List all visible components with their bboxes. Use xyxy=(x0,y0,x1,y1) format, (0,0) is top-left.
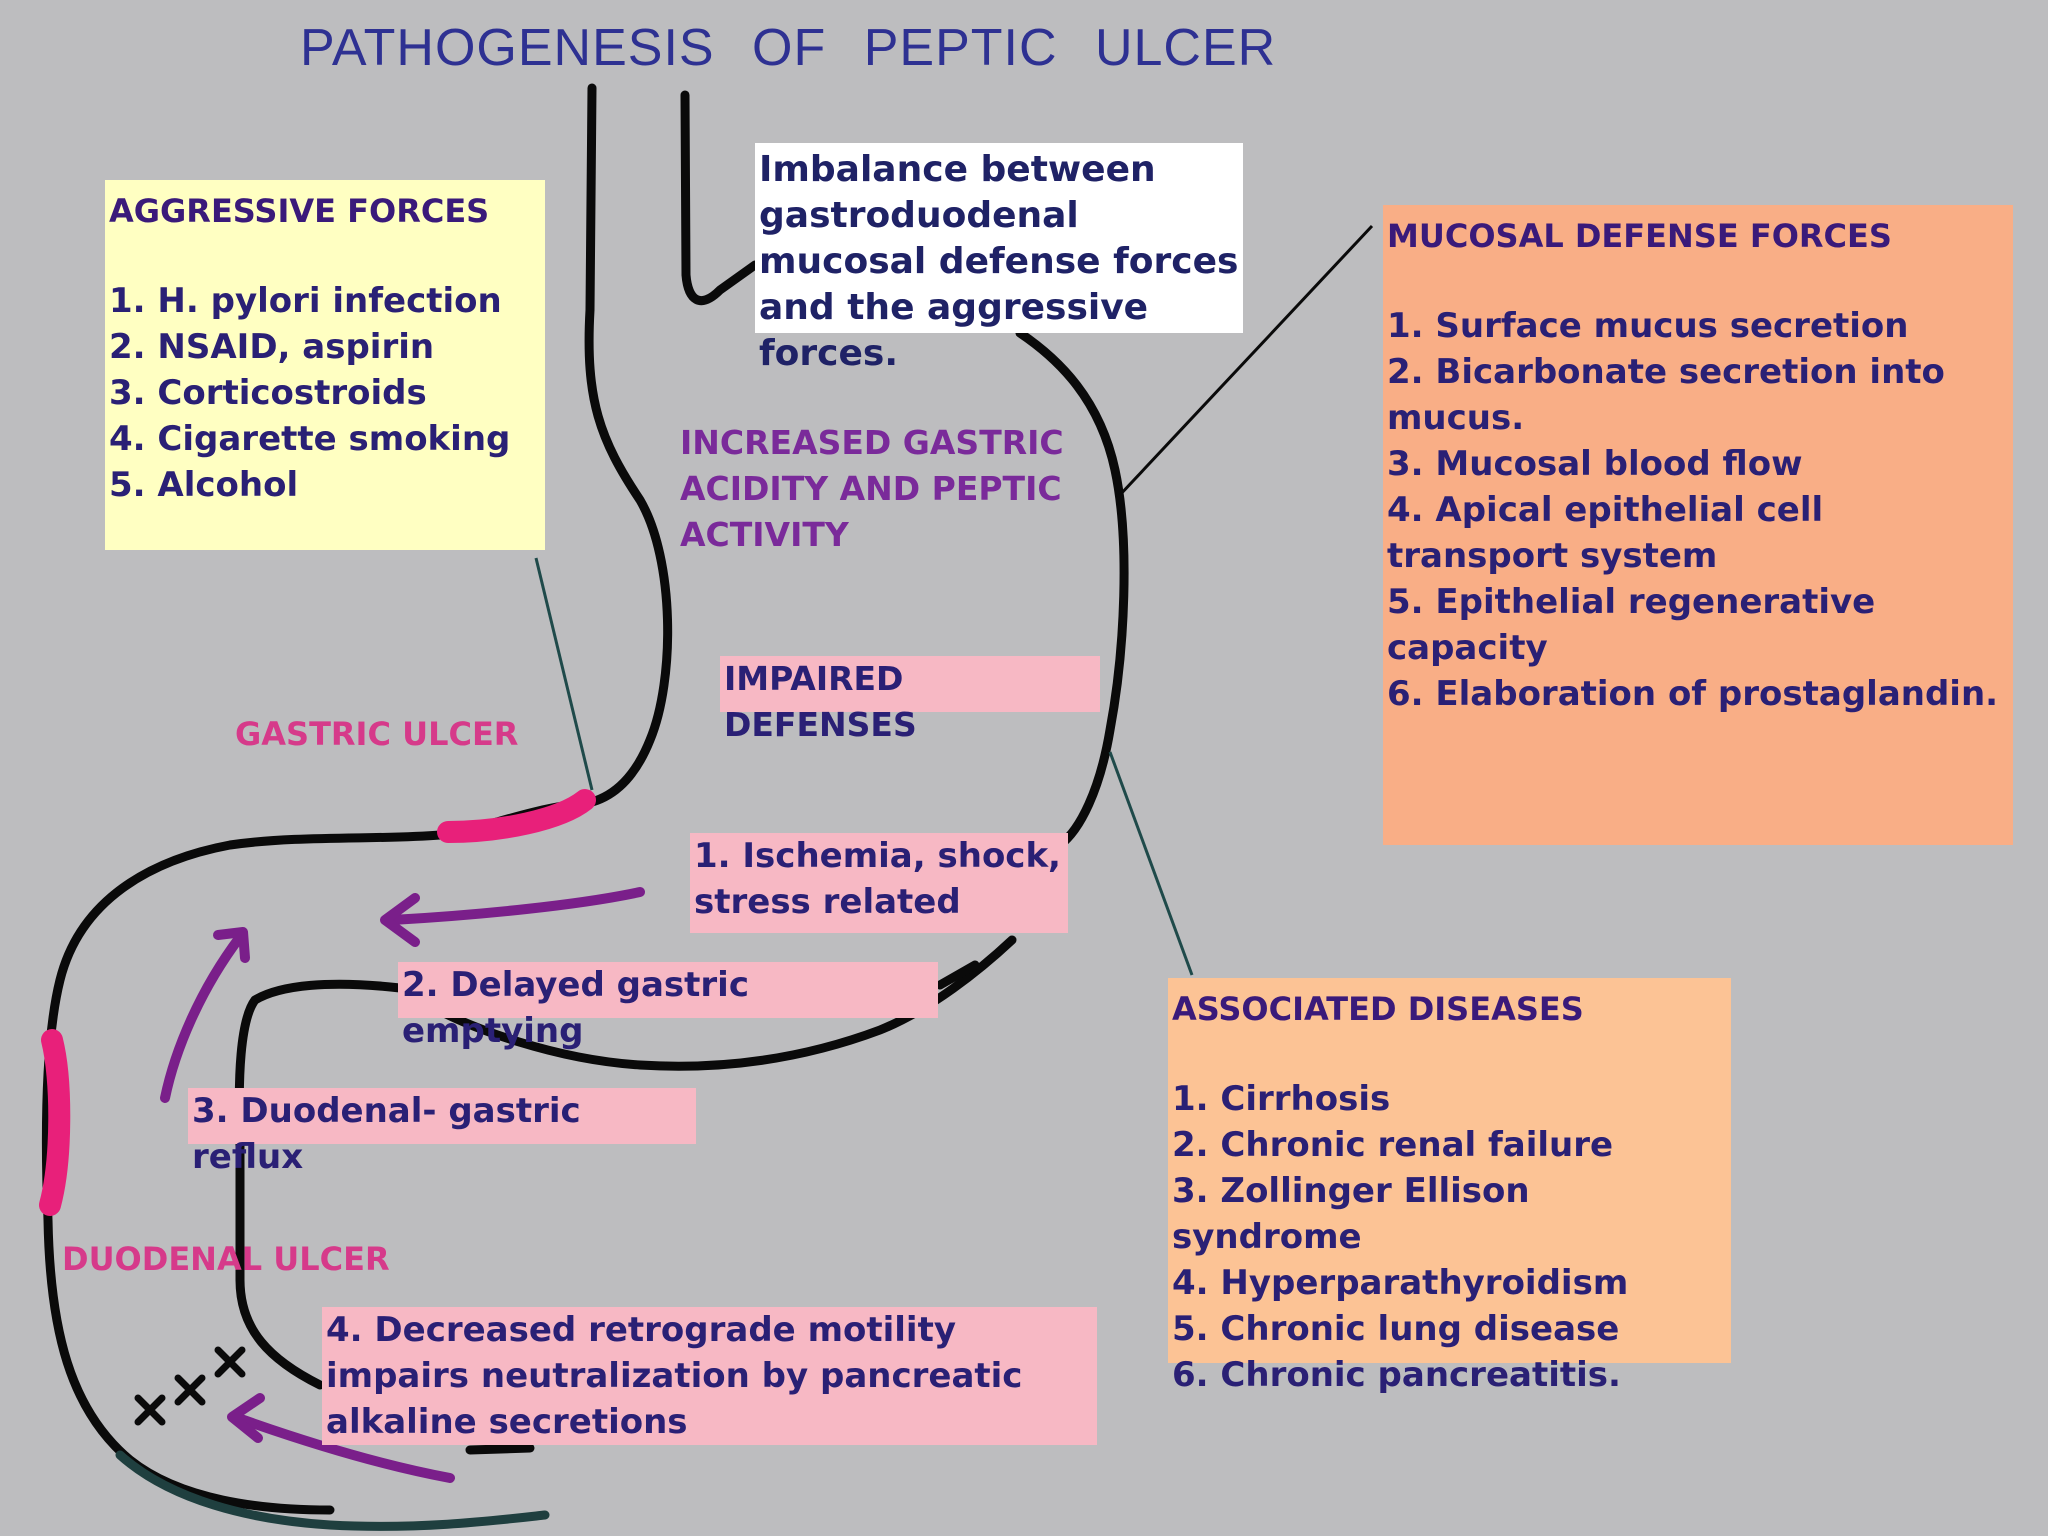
stomach-greater-curvature-lower xyxy=(415,935,1017,1071)
aggressive-item: 3. Corticostroids xyxy=(109,373,427,413)
cross-mark-2 xyxy=(174,1374,206,1406)
mucosal-item: 2. Bicarbonate secretion into mucus. xyxy=(1387,352,1945,438)
imbalance-box: Imbalance between gastroduodenal mucosal… xyxy=(755,143,1243,374)
reflux-box: 3. Duodenal- gastric reflux xyxy=(188,1088,696,1177)
aggressive-item: 5. Alcohol xyxy=(109,465,299,505)
gastric-ulcer-mark xyxy=(437,789,596,843)
aggressive-item: 1. H. pylori infection xyxy=(109,281,502,321)
arrow-ischemia-head xyxy=(380,893,420,947)
delayed-emptying-box: 2. Delayed gastric emptying xyxy=(398,962,938,1051)
arrow-retrograde-head xyxy=(227,1393,265,1443)
duodenum-inner-wall xyxy=(234,979,405,1390)
mucosal-item: 5. Epithelial regenerative capacity xyxy=(1387,582,1876,668)
mucosal-defense-box: MUCOSAL DEFENSE FORCES 1. Surface mucus … xyxy=(1383,205,2013,845)
aggressive-item: 4. Cigarette smoking xyxy=(109,419,511,459)
associated-diseases-heading: ASSOCIATED DISEASES xyxy=(1172,990,1584,1028)
connector-mucosal xyxy=(1116,224,1374,499)
cross-mark-1 xyxy=(134,1394,166,1426)
connector-aggressive xyxy=(534,557,594,791)
associated-item: 1. Cirrhosis xyxy=(1172,1079,1391,1119)
associated-item: 5. Chronic lung disease xyxy=(1172,1309,1620,1349)
increased-acidity-label: INCREASED GASTRIC ACIDITY AND PEPTIC ACT… xyxy=(680,423,1064,554)
arrow-reflux-head xyxy=(213,927,250,963)
aggressive-forces-box: AGGRESSIVE FORCES 1. H. pylori infection… xyxy=(105,180,545,550)
mucosal-item: 4. Apical epithelial cell transport syst… xyxy=(1387,490,1824,576)
mucosal-defense-heading: MUCOSAL DEFENSE FORCES xyxy=(1387,217,1892,255)
duodenum-lower-curve xyxy=(115,1450,550,1531)
duodenum-segment xyxy=(935,960,980,990)
associated-item: 3. Zollinger Ellison syndrome xyxy=(1172,1171,1530,1257)
impaired-defenses-label: IMPAIRED DEFENSES xyxy=(720,656,1100,744)
aggressive-item: 2. NSAID, aspirin xyxy=(109,327,435,367)
associated-diseases-box: ASSOCIATED DISEASES 1. Cirrhosis 2. Chro… xyxy=(1168,978,1731,1395)
mucosal-item: 1. Surface mucus secretion xyxy=(1387,306,1909,346)
stomach-greater-curvature xyxy=(1015,328,1129,850)
mucosal-item: 6. Elaboration of prostaglandin. xyxy=(1387,674,1999,714)
associated-item: 6. Chronic pancreatitis. xyxy=(1172,1355,1621,1395)
esophagus-right-wall xyxy=(680,90,760,306)
stomach-lesser-curvature xyxy=(41,83,673,1515)
retrograde-box: 4. Decreased retrograde motility impairs… xyxy=(322,1307,1097,1445)
arrow-reflux xyxy=(160,932,245,1103)
arrow-retrograde xyxy=(233,1413,455,1483)
duodenal-ulcer-label: DUODENAL ULCER xyxy=(62,1240,390,1278)
associated-item: 4. Hyperparathyroidism xyxy=(1172,1263,1629,1303)
gastric-ulcer-label: GASTRIC ULCER xyxy=(235,715,519,753)
duodenum-lower-segment xyxy=(465,1443,535,1455)
arrow-ischemia xyxy=(387,887,645,925)
mucosal-item: 3. Mucosal blood flow xyxy=(1387,444,1803,484)
cross-mark-3 xyxy=(214,1346,246,1378)
aggressive-forces-heading: AGGRESSIVE FORCES xyxy=(109,192,490,230)
ischemia-box: 1. Ischemia, shock, stress related xyxy=(690,833,1068,933)
duodenal-ulcer-mark xyxy=(39,1029,71,1216)
associated-item: 2. Chronic renal failure xyxy=(1172,1125,1614,1165)
page-title: PATHOGENESIS OF PEPTIC ULCER xyxy=(300,19,1277,77)
connector-associated xyxy=(1108,751,1194,976)
